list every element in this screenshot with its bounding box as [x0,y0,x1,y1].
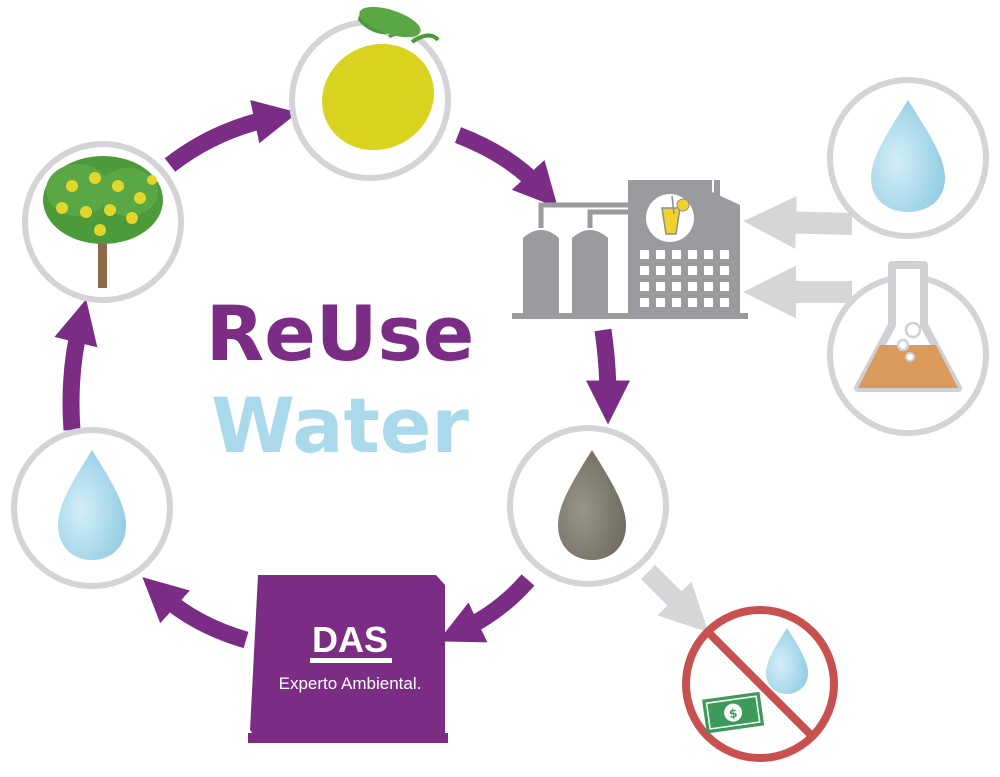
arrow-water-to-tree [54,299,98,431]
arrow-factory-to-waste [585,328,631,425]
das-node: DAS Experto Ambiental. [248,575,448,743]
waste-water-drop-icon [558,450,626,560]
grey-arrows [640,196,853,633]
arrow-waste-to-das [438,574,535,643]
das-logo-text: DAS [312,619,388,660]
lemon-tree-icon [43,156,163,288]
water-input-node [827,77,989,239]
waste-water-node [507,425,669,587]
factory-node [512,180,748,319]
tree-node [22,141,184,303]
arrow-water-input [743,196,853,249]
das-tagline: Experto Ambiental. [279,674,422,693]
recycled-water-drop-icon [58,450,126,560]
lemon-icon [322,6,440,151]
cycle-arrows [54,100,631,649]
title-reuse: ReUse [206,289,475,378]
arrow-tree-to-lemon [164,100,298,172]
das-treatment-unit [248,575,448,743]
svg-text:$: $ [728,706,738,721]
chemical-flask-icon [854,261,962,392]
lemon-node [289,6,451,181]
arrow-lemon-to-factory [454,127,558,208]
recycled-water-node [11,427,173,589]
arrow-waste-to-no-cost [640,564,709,633]
clean-water-drop-icon [871,100,945,212]
no-water-cost-icon: $ [682,606,838,762]
no-cost-node: $ [682,606,838,762]
flask-input-node [827,261,989,436]
arrow-das-to-water [142,577,249,649]
title-water: Water [211,381,469,470]
lemonade-factory-icon [512,180,748,319]
